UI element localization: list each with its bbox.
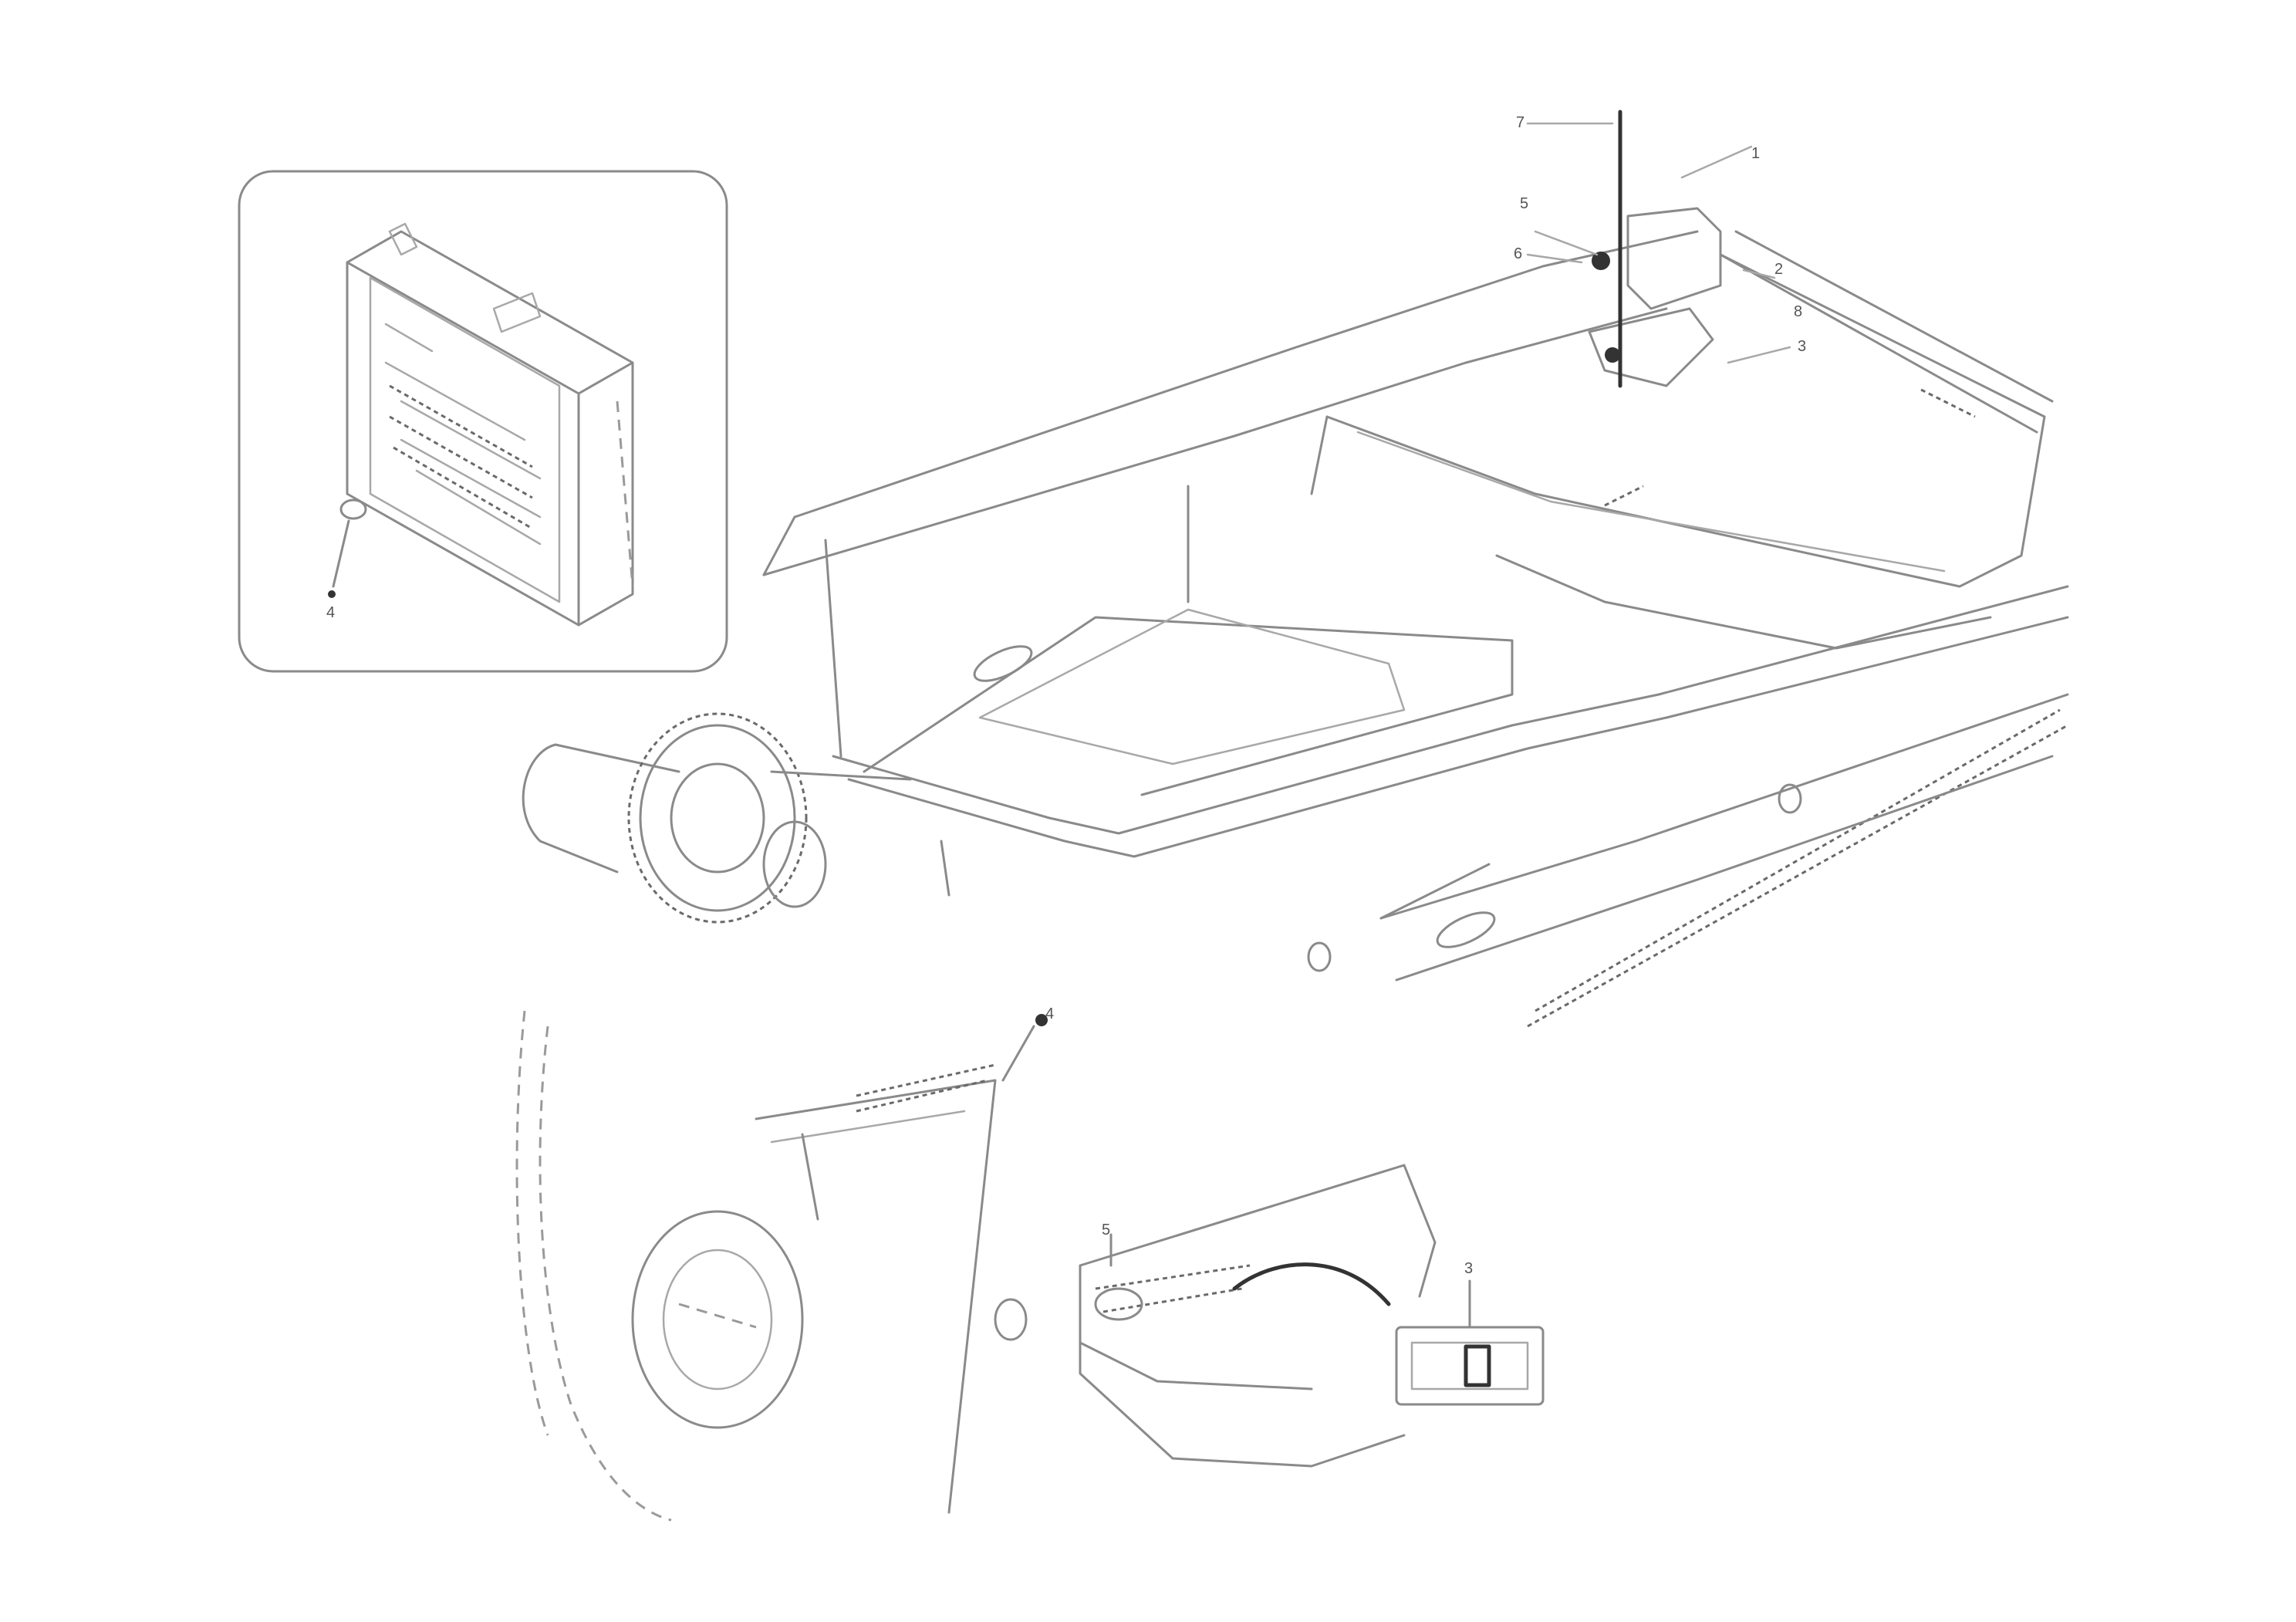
callouts: 4 7 1 5 6 2 3 8 4 5 3	[326, 114, 1806, 1277]
cab-frame	[762, 230, 2069, 1028]
callout-top-d: 6	[1514, 245, 1522, 262]
inset-leader	[328, 498, 367, 598]
pivot-assembly	[522, 712, 950, 924]
callout-mid: 4	[1045, 1005, 1054, 1022]
callout-top-g: 8	[1794, 303, 1802, 320]
callout-top-b: 1	[1751, 145, 1760, 162]
switch-assembly	[994, 1164, 1545, 1468]
inset-frame	[238, 170, 728, 673]
callout-top-a: 7	[1516, 114, 1524, 131]
callout-top-e: 2	[1774, 261, 1783, 278]
callout-inset: 4	[326, 604, 335, 621]
callout-top-c: 5	[1520, 195, 1528, 212]
rocker-switch	[1395, 1279, 1545, 1406]
callout-lower-b: 3	[1464, 1260, 1473, 1277]
callout-lower-a: 5	[1102, 1222, 1110, 1238]
door-section	[515, 1010, 1048, 1522]
callout-top-f: 3	[1798, 338, 1806, 355]
relay-block	[346, 222, 634, 627]
mounting-bracket	[1526, 110, 1791, 388]
inset-detail	[238, 170, 728, 673]
